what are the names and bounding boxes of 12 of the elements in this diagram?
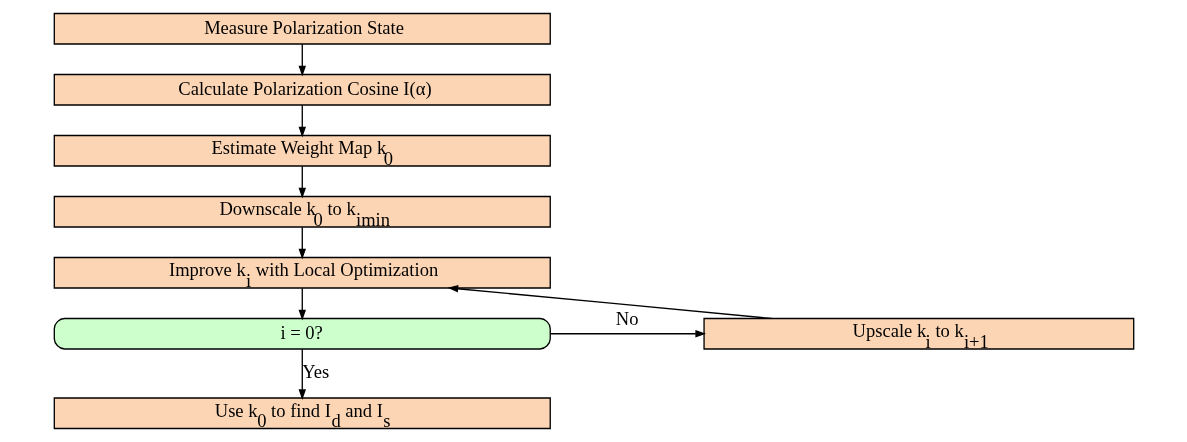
edge-label: No xyxy=(615,307,639,329)
arrow xyxy=(298,165,306,199)
arrow xyxy=(447,285,772,320)
arrow xyxy=(298,287,306,321)
arrow xyxy=(298,104,306,138)
node-box: Calculate Polarization Cosine I(α) xyxy=(53,73,551,106)
arrow xyxy=(298,348,306,400)
node-box: Measure Polarization State xyxy=(53,12,551,45)
arrow xyxy=(298,43,306,77)
arrow xyxy=(549,330,706,338)
node-box: i = 0? xyxy=(53,317,551,350)
arrow xyxy=(298,226,306,260)
